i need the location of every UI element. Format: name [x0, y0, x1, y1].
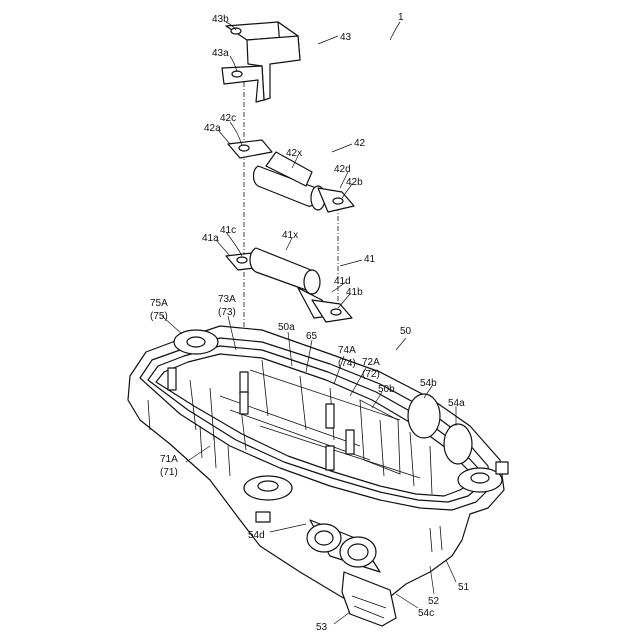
housing-50 — [128, 326, 508, 626]
label-75: (75) — [150, 311, 168, 322]
label-41c: 41c — [220, 225, 236, 236]
label-71A: 71A — [160, 454, 178, 465]
label-50: 50 — [400, 326, 412, 337]
label-50a: 50a — [278, 322, 295, 333]
label-41x: 41x — [282, 230, 298, 241]
label-74A: 74A — [338, 345, 356, 356]
label-42c: 42c — [220, 113, 236, 124]
label-54c: 54c — [418, 608, 434, 619]
label-42a: 42a — [204, 123, 221, 134]
label-71: (71) — [160, 467, 178, 478]
label-42: 42 — [354, 138, 366, 149]
label-72A: 72A — [362, 357, 380, 368]
label-54a: 54a — [448, 398, 465, 409]
label-42b: 42b — [346, 177, 363, 188]
label-74: (74) — [338, 358, 356, 369]
label-43: 43 — [340, 32, 352, 43]
label-53: 53 — [316, 622, 328, 633]
label-41b: 41b — [346, 287, 363, 298]
label-41a: 41a — [202, 233, 219, 244]
label-41: 41 — [364, 254, 376, 265]
label-54b: 54b — [420, 378, 437, 389]
label-73A: 73A — [218, 294, 236, 305]
label-1: 1 — [398, 12, 404, 23]
label-54d: 54d — [248, 530, 265, 541]
label-43a: 43a — [212, 48, 229, 59]
label-73: (73) — [218, 307, 236, 318]
label-42x: 42x — [286, 148, 302, 159]
label-52: 52 — [428, 596, 440, 607]
label-65: 65 — [306, 331, 318, 342]
label-50b: 50b — [378, 384, 395, 395]
label-72: (72) — [362, 369, 380, 380]
label-42d: 42d — [334, 164, 351, 175]
label-75A: 75A — [150, 298, 168, 309]
label-51: 51 — [458, 582, 470, 593]
label-43b: 43b — [212, 14, 229, 25]
label-41d: 41d — [334, 276, 351, 287]
